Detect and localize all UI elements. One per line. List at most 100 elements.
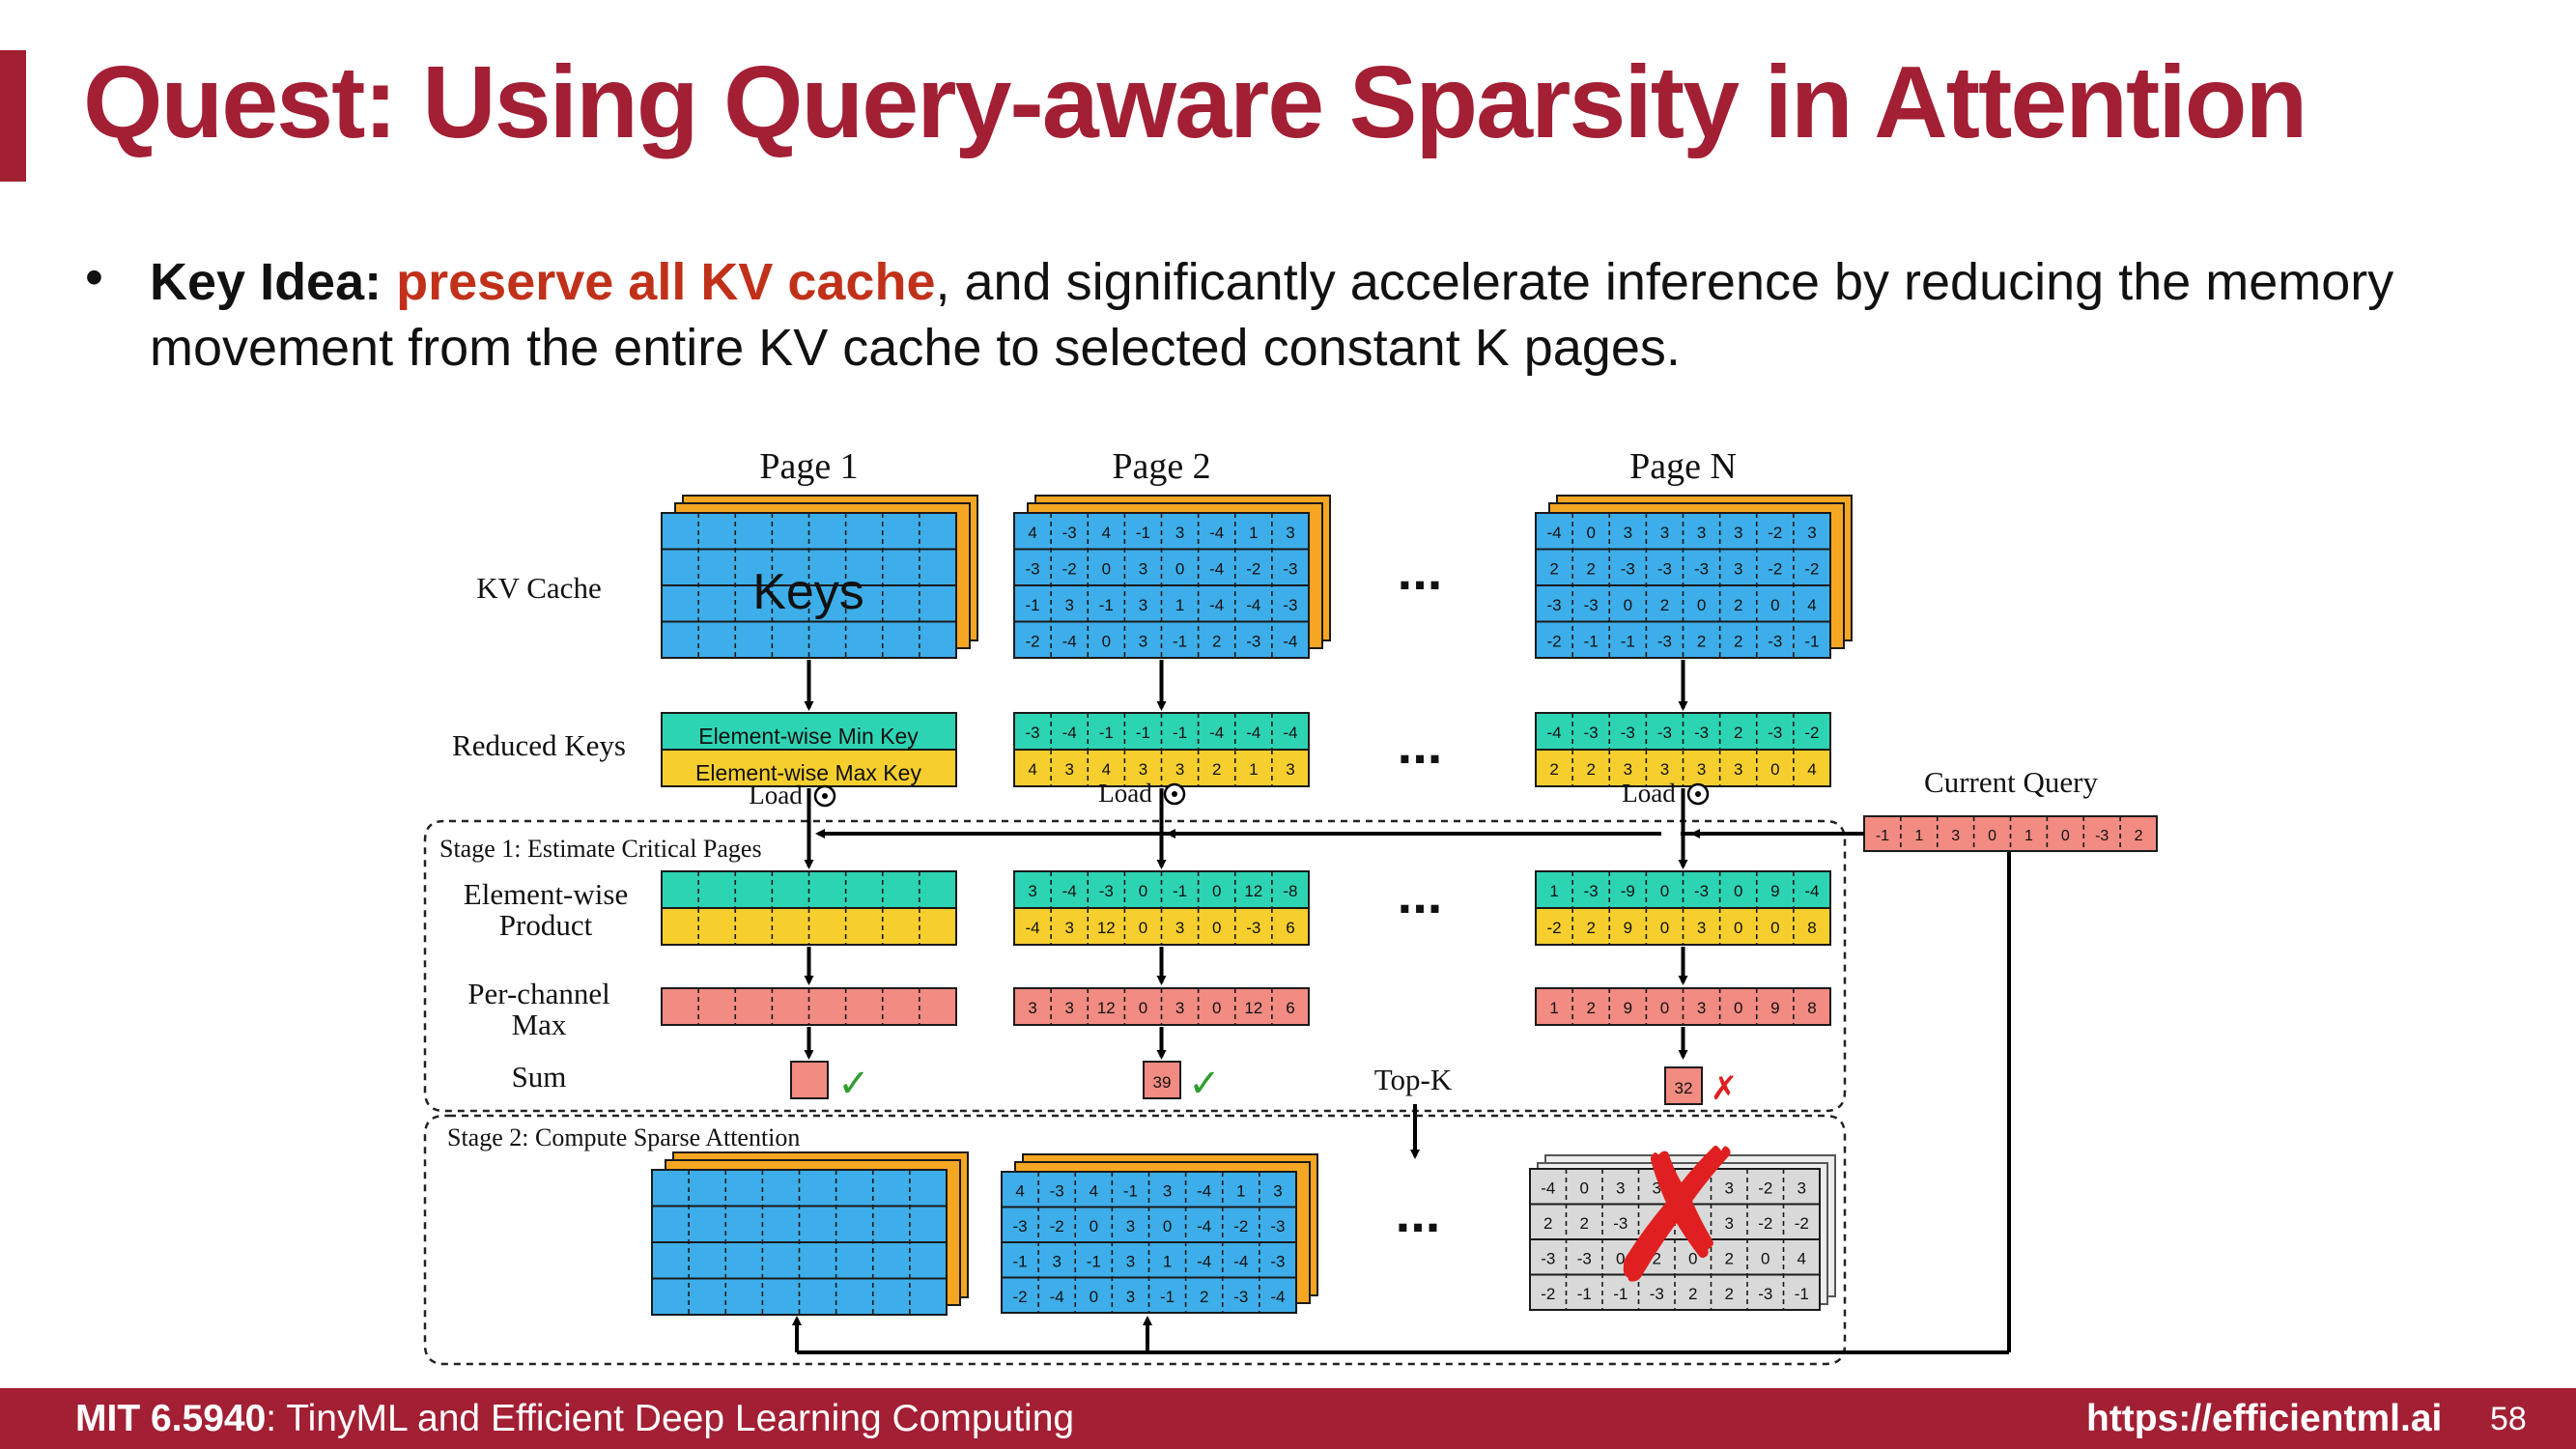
ellipsis-3: ... bbox=[1396, 1182, 1441, 1243]
page-2-kv-cache-cell: -1 bbox=[1173, 632, 1187, 650]
stage-2-page-2-kv-cell: 3 bbox=[1273, 1181, 1282, 1200]
page-n-min-key-cell: -3 bbox=[1768, 724, 1782, 742]
page-2-max-key-cell: 3 bbox=[1175, 760, 1184, 779]
current-query-label: Current Query bbox=[1924, 765, 2098, 799]
page-2-kv-cache-cell: 3 bbox=[1139, 596, 1147, 614]
page-2-kv-cache-cell: 0 bbox=[1175, 559, 1184, 578]
stage-2-page-2-kv-cell: -3 bbox=[1013, 1217, 1028, 1236]
ellipsis-1: ... bbox=[1398, 714, 1443, 775]
current-query-vector-cell: 3 bbox=[1951, 828, 1960, 844]
page-n-kv-cache-cell: 0 bbox=[1624, 596, 1632, 614]
page-2-channel-max-cell: 12 bbox=[1244, 999, 1262, 1017]
page-2-kv-cache-cell: -4 bbox=[1209, 524, 1224, 542]
page-n-kv-cache-cell: -2 bbox=[1547, 632, 1562, 650]
page-n-kv-cache-cell: 3 bbox=[1660, 524, 1669, 542]
stage-2-page-2-kv-cell: 0 bbox=[1090, 1288, 1098, 1306]
page-2-product-max-cell: 6 bbox=[1286, 919, 1294, 937]
stage-2-page-2-kv-cell: -1 bbox=[1013, 1252, 1028, 1270]
page-n-product-max-cell: 0 bbox=[1770, 919, 1779, 937]
page-2-max-key-cell: 4 bbox=[1028, 760, 1036, 779]
page-n-product-min-cell: -3 bbox=[1694, 882, 1709, 900]
stage-2-page-2-kv-cell: 0 bbox=[1163, 1217, 1172, 1236]
stage-2-page-2-kv-cell: -2 bbox=[1013, 1288, 1028, 1306]
elementwise-product-label: Element-wise bbox=[464, 877, 628, 911]
page-2-product-max-cell: -3 bbox=[1246, 919, 1260, 937]
page-n-channel-max-cell: 9 bbox=[1624, 999, 1632, 1017]
stage-2-page-2-kv-cell: 3 bbox=[1126, 1288, 1135, 1306]
page-2-min-key-cell: -4 bbox=[1246, 724, 1260, 742]
page-2-kv-cache-cell: 1 bbox=[1249, 524, 1258, 542]
load-label-0: Load bbox=[749, 781, 803, 810]
page-n-min-key-cell: 2 bbox=[1734, 724, 1742, 742]
page-n-kv-cache-cell: 4 bbox=[1807, 596, 1816, 614]
odot-icon-dot-0 bbox=[822, 793, 828, 799]
page-n-channel-max-cell: 3 bbox=[1697, 999, 1706, 1017]
odot-icon-dot-2 bbox=[1695, 791, 1701, 797]
page-n-max-key-cell: 3 bbox=[1734, 760, 1742, 779]
page-2-product-min-cell: -1 bbox=[1173, 882, 1187, 900]
stage-2-page-2-kv-cell: 3 bbox=[1126, 1217, 1135, 1236]
page-n-product-max-cell: 0 bbox=[1734, 919, 1742, 937]
stage-2-page-n-kv-cell: -1 bbox=[1613, 1285, 1628, 1303]
page-n-channel-max-cell: 0 bbox=[1660, 999, 1669, 1017]
page-number: 58 bbox=[2490, 1401, 2527, 1437]
page-2-channel-max-cell: 6 bbox=[1286, 999, 1294, 1017]
footer-course-code: MIT 6.5940 bbox=[75, 1398, 267, 1439]
page-2-min-key-cell: -1 bbox=[1173, 724, 1187, 742]
page-n-kv-cache-cell: 2 bbox=[1660, 596, 1669, 614]
page-2-max-key-cell: 2 bbox=[1212, 760, 1221, 779]
page-n-kv-cache-cell: -2 bbox=[1768, 524, 1782, 542]
stage-2-page-n-kv-cell: -2 bbox=[1795, 1214, 1809, 1233]
page-n-channel-max-cell: 0 bbox=[1734, 999, 1742, 1017]
page-n-product-max-cell: -2 bbox=[1547, 919, 1562, 937]
stage-2-page-n-kv-cell: 2 bbox=[1580, 1214, 1589, 1233]
page-2-product-min-cell: -8 bbox=[1283, 882, 1297, 900]
current-query-vector-cell: -3 bbox=[2095, 828, 2109, 844]
page-2-kv-cache-cell: -2 bbox=[1062, 559, 1077, 578]
page-2-kv-cache-cell: -3 bbox=[1283, 559, 1297, 578]
stage-2-page-n-kv-cell: 2 bbox=[1725, 1285, 1734, 1303]
stage-2-page-2-kv-cell: -1 bbox=[1160, 1288, 1175, 1306]
page-2-channel-max-cell: 3 bbox=[1175, 999, 1184, 1017]
stage-2-page-n-kv-cell: 3 bbox=[1725, 1214, 1734, 1233]
stage-2-page-2-kv-cell: 4 bbox=[1015, 1181, 1024, 1200]
page-n-product-min-cell: -4 bbox=[1804, 882, 1819, 900]
stage-2-page-2-kv-cell: -3 bbox=[1270, 1217, 1285, 1236]
stage-2-page-2-kv-cell: -4 bbox=[1197, 1181, 1211, 1200]
stage-2-page-n-kv-cell: -3 bbox=[1577, 1249, 1592, 1267]
page-2-channel-max-cell: 0 bbox=[1212, 999, 1221, 1017]
page-2-sum-value: 39 bbox=[1153, 1073, 1172, 1092]
load-label-1: Load bbox=[1098, 779, 1152, 808]
footer-url-link[interactable]: https://efficientml.ai bbox=[2086, 1398, 2443, 1439]
page-2-kv-cache-cell: -1 bbox=[1136, 524, 1150, 542]
stage-2-label: Stage 2: Compute Sparse Attention bbox=[447, 1123, 800, 1151]
page-2-kv-cache-cell: 3 bbox=[1139, 632, 1147, 650]
page-2-kv-cache-cell: 0 bbox=[1102, 632, 1111, 650]
page-2-min-key-cell: -4 bbox=[1209, 724, 1224, 742]
page-2-channel-max-cell: 12 bbox=[1097, 999, 1116, 1017]
page-1-selected-check-icon: ✓ bbox=[837, 1062, 870, 1106]
page-2-kv-cache-cell: 4 bbox=[1102, 524, 1111, 542]
page-2-product-max-cell: 12 bbox=[1097, 919, 1116, 937]
page-n-channel-max-cell: 2 bbox=[1586, 999, 1595, 1017]
page-2-kv-cache-cell: -3 bbox=[1246, 632, 1260, 650]
page-2-kv-cache-cell: -4 bbox=[1209, 596, 1224, 614]
page-n-kv-cache-cell: 3 bbox=[1807, 524, 1816, 542]
page-n-channel-max-cell: 9 bbox=[1770, 999, 1779, 1017]
max-key-label: Element-wise Max Key bbox=[695, 760, 921, 785]
page-2-kv-cache-cell: -4 bbox=[1209, 559, 1224, 578]
stage-2-page-2-kv-cell: 1 bbox=[1236, 1181, 1245, 1200]
page-2-kv-cache-cell: 1 bbox=[1175, 596, 1184, 614]
page-n-product-min-cell: -9 bbox=[1621, 882, 1635, 900]
stage-2-page-n-kv-cell: 0 bbox=[1580, 1179, 1589, 1197]
page-n-product-min-cell: 0 bbox=[1660, 882, 1669, 900]
page-n-kv-cache-cell: -1 bbox=[1621, 632, 1635, 650]
page-2-max-key-cell: 3 bbox=[1064, 760, 1073, 779]
page-2-max-key-cell: 1 bbox=[1249, 760, 1258, 779]
page-n-kv-cache-cell: 0 bbox=[1770, 596, 1779, 614]
page-2-label: Page 2 bbox=[1112, 446, 1210, 487]
stage-2-page-n-kv-cell: 2 bbox=[1653, 1249, 1661, 1267]
page-2-product-min-cell: 3 bbox=[1028, 882, 1036, 900]
page-n-kv-cache-cell: 0 bbox=[1697, 596, 1706, 614]
